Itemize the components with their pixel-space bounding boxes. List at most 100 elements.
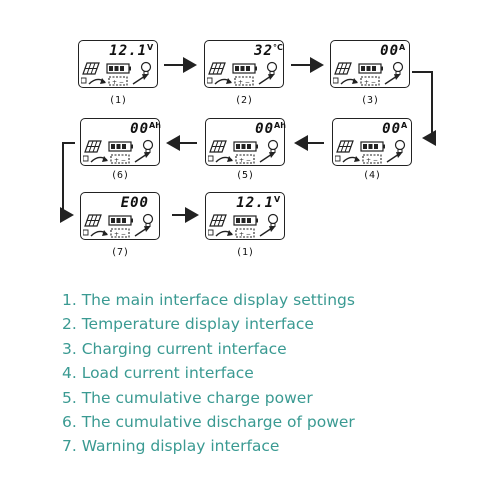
lcd-unit: V — [274, 195, 281, 204]
battery-terminals-icon: + − — [108, 76, 128, 86]
solar-panel-icon — [84, 140, 102, 153]
discharge-arrow-icon — [259, 152, 275, 163]
lcd-panel-2: 32 °C + − — [204, 40, 284, 88]
battery-terminals-icon: + − — [362, 154, 382, 164]
svg-text:+ −: + − — [114, 157, 126, 164]
legend-item: 1. The main interface display settings — [62, 291, 355, 309]
battery-icon — [232, 63, 257, 74]
light-bulb-icon — [140, 61, 152, 75]
lcd-unit: Ah — [149, 121, 161, 130]
lcd-icon-row: + − — [83, 213, 159, 239]
lcd-unit: °C — [273, 43, 283, 52]
lcd-icon-row: + − — [335, 139, 411, 165]
battery-icon — [360, 141, 385, 152]
legend-item: 6. The cumulative discharge of power — [62, 413, 355, 432]
lcd-panel-1: 12.1 V + − — [78, 40, 158, 88]
light-bulb-icon — [142, 213, 154, 227]
battery-icon — [233, 215, 258, 226]
svg-text:+ −: + − — [239, 157, 251, 164]
lcd-unit: V — [147, 43, 154, 52]
lcd-icon-row: + − — [83, 139, 159, 165]
lcd-reading: E00 — [120, 195, 149, 211]
lcd-reading: 12.1 — [109, 43, 147, 59]
warning-triangle-icon — [208, 229, 214, 236]
solar-panel-icon — [334, 62, 352, 75]
battery-terminals-icon: + − — [235, 228, 255, 238]
lcd-icon-row: + − — [208, 213, 284, 239]
panel-caption-1: (1) — [108, 95, 128, 106]
lcd-icon-row: + − — [208, 139, 284, 165]
battery-terminals-icon: + − — [110, 154, 130, 164]
warning-triangle-icon — [208, 155, 214, 162]
legend-item: 4. Load current interface — [62, 364, 254, 383]
charge-arrow-icon — [342, 156, 360, 163]
legend-item: 7. Warning display interface — [62, 437, 280, 456]
lcd-reading: 12.1 — [236, 195, 274, 211]
light-bulb-icon — [392, 61, 404, 75]
panel-caption-8: (1) — [235, 247, 255, 258]
battery-icon — [108, 215, 133, 226]
charge-arrow-icon — [90, 156, 108, 163]
warning-triangle-icon — [83, 229, 89, 236]
panel-caption-2: (2) — [234, 95, 254, 106]
solar-panel-icon — [84, 214, 102, 227]
lcd-unit: Ah — [274, 121, 286, 130]
lcd-icon-row: + − — [333, 61, 409, 87]
legend-item: 3. Charging current interface — [62, 339, 287, 358]
lcd-unit: A — [401, 121, 408, 130]
panel-caption-7: (7) — [110, 247, 130, 258]
battery-icon — [108, 141, 133, 152]
svg-text:+ −: + − — [239, 231, 251, 238]
arrow-3-to-4 — [412, 71, 436, 146]
warning-triangle-icon — [83, 155, 89, 162]
lcd-panel-4: 00 A + − — [332, 118, 412, 166]
battery-icon — [358, 63, 383, 74]
discharge-arrow-icon — [384, 74, 400, 85]
discharge-arrow-icon — [134, 152, 150, 163]
panel-caption-5: (5) — [235, 170, 255, 181]
charge-arrow-icon — [214, 78, 232, 85]
svg-text:+ −: + − — [364, 79, 376, 86]
lcd-panel-6: 00 Ah + − — [80, 118, 161, 166]
discharge-arrow-icon — [259, 226, 275, 237]
charge-arrow-icon — [215, 156, 233, 163]
charge-arrow-icon — [90, 230, 108, 237]
warning-triangle-icon — [335, 155, 341, 162]
solar-panel-icon — [82, 62, 100, 75]
svg-text:+ −: + − — [366, 157, 378, 164]
lcd-reading: 00 — [255, 121, 274, 137]
lcd-reading: 00 — [380, 43, 399, 59]
charge-arrow-icon — [88, 78, 106, 85]
legend-item: 5. The cumulative charge power — [62, 388, 313, 407]
charge-arrow-icon — [340, 78, 358, 85]
solar-panel-icon — [208, 62, 226, 75]
svg-text:+ −: + − — [114, 231, 126, 238]
light-bulb-icon — [267, 213, 279, 227]
solar-panel-icon — [209, 140, 227, 153]
lcd-reading: 00 — [130, 121, 149, 137]
lcd-reading: 32 — [254, 43, 273, 59]
arrow-6-to-7 — [60, 142, 75, 223]
light-bulb-icon — [394, 139, 406, 153]
warning-triangle-icon — [207, 77, 213, 84]
warning-triangle-icon — [81, 77, 87, 84]
lcd-unit: A — [399, 43, 406, 52]
lcd-panel-3: 00 A + − — [330, 40, 410, 88]
svg-text:+ −: + − — [238, 79, 250, 86]
solar-panel-icon — [336, 140, 354, 153]
legend-item: 2. Temperature display interface — [62, 315, 314, 334]
panel-caption-6: (6) — [110, 170, 130, 181]
battery-terminals-icon: + − — [234, 76, 254, 86]
discharge-arrow-icon — [134, 226, 150, 237]
lcd-icon-row: + − — [207, 61, 283, 87]
svg-text:+ −: + − — [112, 79, 124, 86]
lcd-reading: 00 — [382, 121, 401, 137]
discharge-arrow-icon — [386, 152, 402, 163]
battery-terminals-icon: + − — [110, 228, 130, 238]
light-bulb-icon — [142, 139, 154, 153]
panel-caption-3: (3) — [360, 95, 380, 106]
lcd-panel-5: 00 Ah + − — [205, 118, 286, 166]
light-bulb-icon — [266, 61, 278, 75]
battery-terminals-icon: + − — [235, 154, 255, 164]
